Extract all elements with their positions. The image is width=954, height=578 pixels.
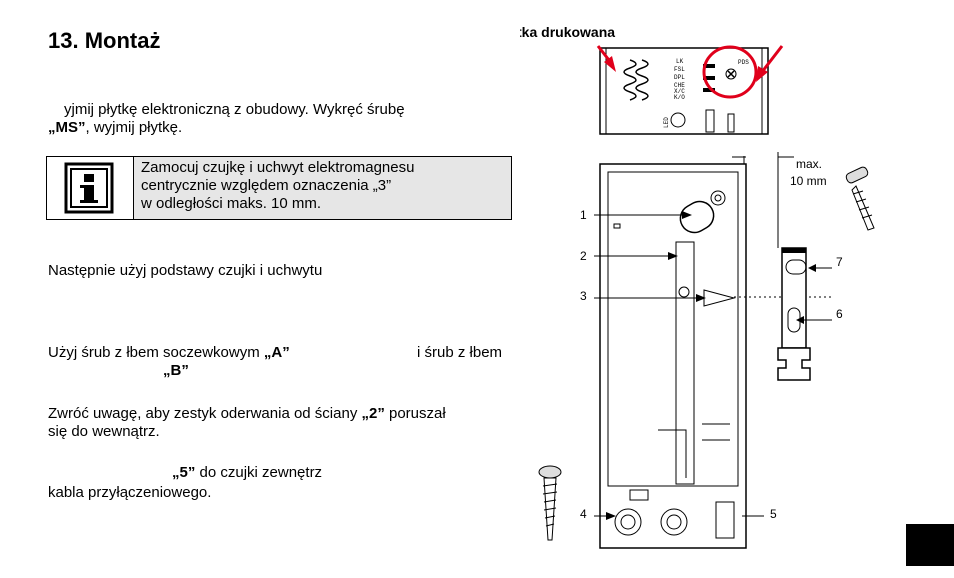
page-tab-marker [906, 524, 954, 566]
callout-6: 6 [836, 307, 843, 321]
section-title: 13. Montaż [48, 28, 161, 53]
screw-highlight-circle [702, 45, 758, 99]
paragraph-cable-line2: kabla przyłączeniowego. [48, 484, 212, 501]
pcb-text-xc: X/C [674, 88, 685, 95]
info-text: Zamocuj czujkę i uchwyt elektromagnesu c… [141, 159, 415, 212]
paragraph-screws: Użyj śrub z łbem soczewkowym „A” [48, 344, 290, 361]
pcb-text-lk: LK [676, 58, 684, 65]
max-value: 10 mm [790, 174, 827, 188]
paragraph-tamper: Zwróć uwagę, aby zestyk oderwania od ści… [48, 405, 446, 422]
info-box: Zamocuj czujkę i uchwyt elektromagnesu c… [46, 156, 512, 220]
pcb-text-che: CHE [674, 82, 685, 89]
max-label: max. [796, 157, 822, 171]
callout-5: 5 [770, 507, 777, 521]
pcb-illustration [599, 47, 769, 135]
paragraph-remove-board-line2: „MS”, wyjmij płytkę. [48, 119, 183, 136]
paragraph-remove-board: yjmij płytkę elektroniczną z obudowy. Wy… [64, 101, 405, 118]
screw-b-icon [845, 166, 875, 231]
info-icon-cell [47, 157, 134, 219]
screw-a-icon [538, 465, 562, 541]
pcb-text-dpl: DPL [674, 74, 685, 81]
red-arrow-right [756, 45, 784, 82]
callout-3: 3 [580, 289, 587, 303]
callout-4: 4 [580, 507, 587, 521]
pcb-label: Płytka drukowana [520, 24, 615, 40]
pcb-text-ko: K/O [674, 94, 685, 101]
paragraph-cable: „5” do czujki zewnętrz [172, 464, 323, 481]
pcb-text-pds: PDS [738, 59, 749, 66]
paragraph-screws-b-label: „B” [163, 362, 189, 379]
mounting-diagram: LK FSL DPL CHE X/C K/O PDS LED Płytka dr… [520, 24, 875, 549]
paragraph-screws-b: i śrub z łbem [417, 344, 503, 361]
callout-1: 1 [580, 208, 587, 222]
callout-2: 2 [580, 249, 587, 263]
magnet-holder [777, 247, 811, 381]
pcb-text-fsl: FSL [674, 66, 685, 73]
paragraph-tamper-line2: się do wewnątrz. [48, 423, 160, 440]
red-arrow-left [596, 45, 616, 72]
callout-7: 7 [836, 255, 843, 269]
detector-base [599, 163, 747, 549]
pcb-text-led: LED [663, 117, 670, 128]
paragraph-use-base: Następnie użyj podstawy czujki i uchwytu [48, 262, 323, 279]
info-icon [64, 162, 114, 214]
